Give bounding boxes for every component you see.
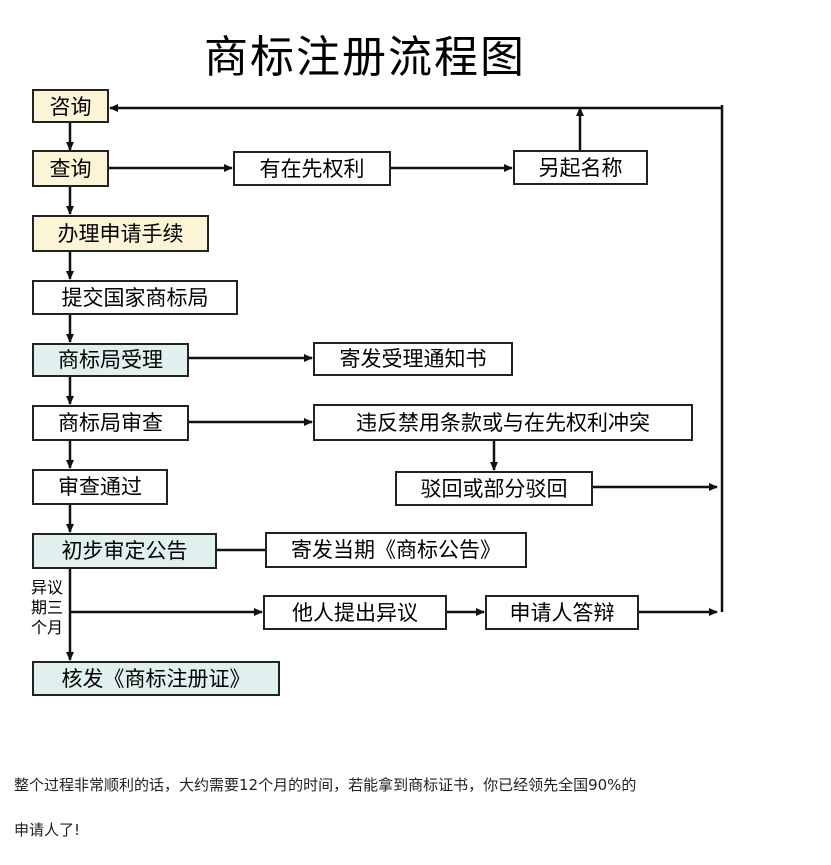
node-review: 商标局审查 (32, 405, 189, 441)
node-apply-label: 办理申请手续 (58, 222, 184, 246)
node-certificate: 核发《商标注册证》 (32, 661, 280, 696)
node-violate-label: 违反禁用条款或与在先权利冲突 (356, 411, 650, 435)
connectors (66, 104, 724, 661)
node-defense-label: 申请人答辩 (510, 601, 615, 625)
node-pass-label: 审查通过 (58, 475, 142, 499)
objection-period-line-2: 期三 (31, 598, 63, 617)
caption-line-2: 申请人了! (14, 821, 81, 839)
node-reject-label: 驳回或部分驳回 (421, 477, 568, 501)
node-gazette: 寄发当期《商标公告》 (265, 532, 527, 568)
node-certificate-label: 核发《商标注册证》 (62, 667, 251, 691)
trademark-flowchart: 商标注册流程图 咨询 查询 有在先权利 另起名称 (31, 32, 724, 696)
node-accept: 商标局受理 (32, 343, 189, 377)
node-submit: 提交国家商标局 (32, 280, 238, 315)
chart-title: 商标注册流程图 (204, 32, 526, 83)
node-gazette-label: 寄发当期《商标公告》 (291, 538, 501, 562)
node-apply: 办理申请手续 (32, 215, 209, 252)
node-violate: 违反禁用条款或与在先权利冲突 (313, 404, 693, 441)
node-accept-label: 商标局受理 (58, 348, 163, 372)
objection-period-line-1: 异议 (31, 578, 63, 597)
node-submit-label: 提交国家商标局 (62, 286, 209, 310)
node-prior-label: 有在先权利 (260, 157, 365, 181)
node-rename: 另起名称 (513, 150, 648, 185)
node-objection-label: 他人提出异议 (292, 601, 418, 625)
node-prior: 有在先权利 (233, 151, 391, 186)
node-announce: 初步审定公告 (32, 533, 217, 569)
node-consult: 咨询 (32, 89, 109, 123)
node-announce-label: 初步审定公告 (62, 539, 188, 563)
caption-line-1: 整个过程非常顺利的话，大约需要12个月的时间，若能拿到商标证书，你已经领先全国9… (14, 776, 637, 794)
node-rename-label: 另起名称 (539, 156, 623, 180)
node-search: 查询 (32, 150, 109, 187)
node-reject: 驳回或部分驳回 (395, 471, 593, 506)
node-search-label: 查询 (50, 157, 92, 181)
node-notice-label: 寄发受理通知书 (340, 347, 487, 371)
node-defense: 申请人答辩 (485, 595, 639, 630)
objection-period-line-3: 个月 (31, 618, 63, 637)
node-pass: 审查通过 (32, 469, 168, 505)
node-notice: 寄发受理通知书 (313, 342, 513, 376)
node-consult-label: 咨询 (50, 95, 92, 119)
node-objection: 他人提出异议 (263, 595, 447, 630)
node-review-label: 商标局审查 (58, 411, 163, 435)
objection-period-label: 异议 期三 个月 (31, 578, 63, 637)
